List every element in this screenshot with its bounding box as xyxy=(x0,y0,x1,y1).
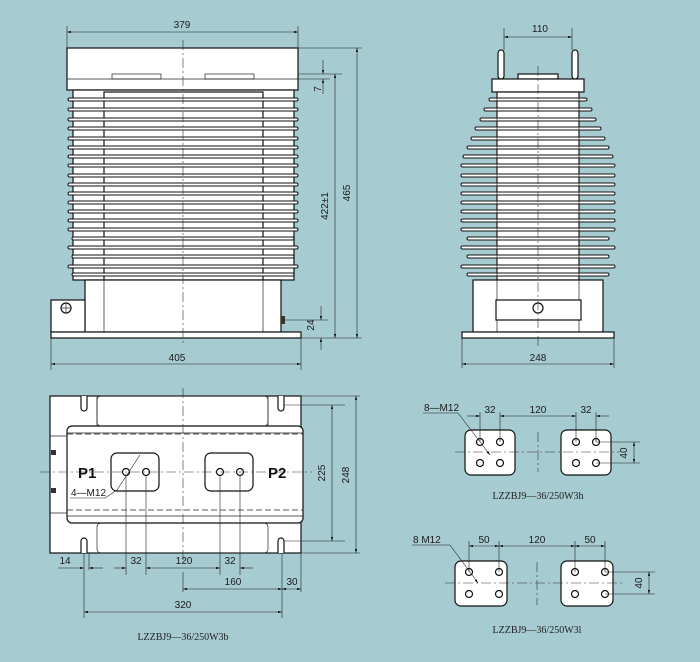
dim-248-side: 248 xyxy=(530,353,547,364)
dim-120: 120 xyxy=(176,556,193,567)
terminal-left xyxy=(497,49,505,80)
caption-w3l: LZZBJ9—36/250W3l xyxy=(493,625,582,636)
dim-110: 110 xyxy=(532,24,548,35)
detail1-bolt-note: 8—M12 xyxy=(424,403,459,414)
dim-7: 7 xyxy=(313,86,324,92)
dim-225: 225 xyxy=(317,464,328,481)
dim-248-top: 248 xyxy=(341,466,352,483)
caption-w3b: LZZBJ9—36/250W3b xyxy=(137,632,228,643)
detail2-dim-40: 40 xyxy=(634,577,645,589)
terminal-detail-w3h: 32 120 32 40 8—M12 LZZBJ9—36/250W3h xyxy=(423,403,640,502)
detail1-dim-32-right: 32 xyxy=(580,405,592,416)
detail2-dim-50-right: 50 xyxy=(584,535,596,546)
terminal-right xyxy=(571,49,579,80)
dim-465: 465 xyxy=(342,184,353,201)
front-view: 379 7 422±1 465 24 405 xyxy=(50,20,362,370)
top-view: P1 P2 4—M12 225 248 14 32 120 32 xyxy=(40,388,360,643)
detail1-dim-40: 40 xyxy=(619,447,630,459)
terminal-detail-w3l: 50 120 50 40 8 M12 LZZBJ9—36/250W3l xyxy=(412,535,655,636)
bolt-note-4-m12: 4—M12 xyxy=(71,488,106,499)
dim-320: 320 xyxy=(175,600,192,611)
side-fins xyxy=(460,97,616,277)
front-base-plate xyxy=(50,331,302,339)
dim-24: 24 xyxy=(306,319,317,331)
detail1-pad-left xyxy=(464,429,516,476)
label-p1: P1 xyxy=(78,465,96,482)
dim-422: 422±1 xyxy=(320,192,331,220)
detail2-dim-120: 120 xyxy=(529,535,546,546)
detail1-pad-right xyxy=(560,429,612,476)
dim-14: 14 xyxy=(59,556,71,567)
detail1-dim-120: 120 xyxy=(530,405,547,416)
detail1-dim-32-left: 32 xyxy=(484,405,496,416)
dim-30: 30 xyxy=(286,577,298,588)
dim-32-left: 32 xyxy=(130,556,142,567)
caption-w3h: LZZBJ9—36/250W3h xyxy=(492,491,583,502)
dim-379: 379 xyxy=(174,20,191,31)
dim-160: 160 xyxy=(225,577,242,588)
label-p2: P2 xyxy=(268,465,286,482)
side-view: 110 248 xyxy=(460,24,616,368)
dim-32-right: 32 xyxy=(224,556,236,567)
dim-405: 405 xyxy=(169,353,186,364)
detail2-dim-50-left: 50 xyxy=(478,535,490,546)
front-top-cap xyxy=(66,47,299,91)
detail2-bolt-note: 8 M12 xyxy=(413,535,441,546)
